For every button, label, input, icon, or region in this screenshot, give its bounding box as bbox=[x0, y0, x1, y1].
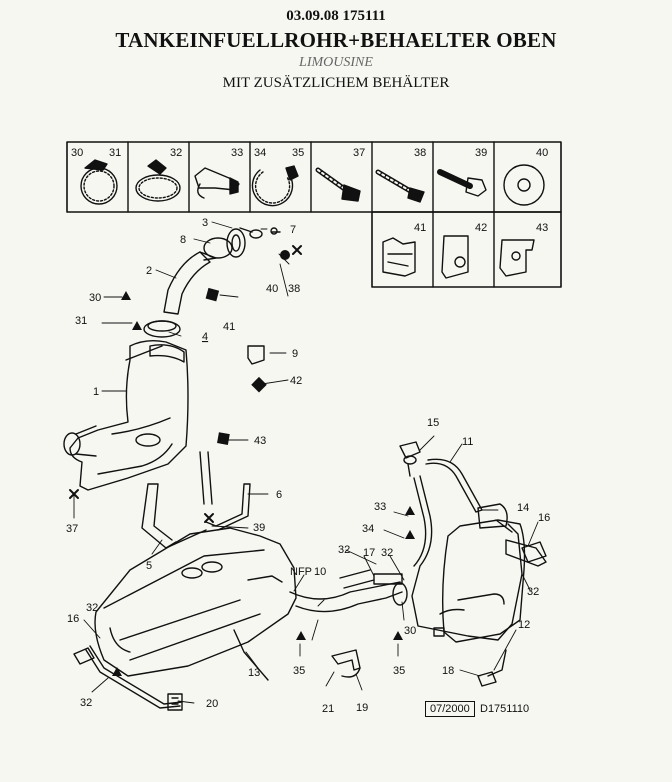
triangle-markers bbox=[112, 291, 415, 676]
callout-39: 39 bbox=[253, 522, 265, 534]
callout-7: 7 bbox=[290, 224, 296, 236]
callout-16-right: 16 bbox=[538, 512, 550, 524]
callout-15: 15 bbox=[427, 417, 439, 429]
tank-strap-bracket bbox=[141, 451, 251, 549]
fuel-tank-upper bbox=[63, 339, 189, 491]
diagram-code: D1751110 bbox=[480, 703, 530, 715]
grid-label-39: 39 bbox=[475, 147, 487, 159]
callout-42: 42 bbox=[290, 375, 302, 387]
grid-label-32: 32 bbox=[170, 147, 182, 159]
wire-clip-33-icon bbox=[194, 167, 240, 199]
callout-20: 20 bbox=[206, 698, 218, 710]
grid-label-34: 34 bbox=[254, 147, 266, 159]
hose-10 bbox=[289, 569, 408, 613]
callout-11: 11 bbox=[462, 436, 473, 448]
clip-42-icon bbox=[441, 235, 469, 279]
callout-43: 43 bbox=[254, 435, 266, 447]
hose-clamp-30-icon bbox=[80, 159, 118, 205]
grid-label-37: 37 bbox=[353, 147, 365, 159]
clip-20-icon bbox=[167, 693, 183, 711]
callout-17: 17 bbox=[363, 547, 375, 559]
part-18-icon bbox=[477, 671, 497, 687]
callout-19: 19 bbox=[356, 702, 368, 714]
callout-32-d: 32 bbox=[86, 602, 98, 614]
callout-1: 1 bbox=[93, 386, 99, 398]
hose-clamp-32-icon bbox=[135, 159, 181, 202]
grid-label-30: 30 bbox=[71, 147, 83, 159]
page-title: TANKEINFUELLROHR+BEHAELTER OBEN bbox=[115, 28, 557, 52]
grid-label-40: 40 bbox=[536, 147, 548, 159]
grid-label-43: 43 bbox=[536, 222, 548, 234]
hose-clamp-34-icon bbox=[251, 165, 299, 207]
hose-17 bbox=[373, 573, 403, 585]
leader-lines bbox=[73, 221, 539, 704]
hose-12 bbox=[411, 475, 523, 677]
callout-16-left: 16 bbox=[67, 613, 79, 625]
grid-label-31: 31 bbox=[109, 147, 121, 159]
callout-40: 40 bbox=[266, 283, 278, 295]
callout-32-b: 32 bbox=[381, 547, 393, 559]
document-ref: 03.09.08 175111 bbox=[286, 8, 386, 24]
cap-16-icon bbox=[521, 541, 547, 563]
callout-9: 9 bbox=[292, 348, 298, 360]
grid-label-33: 33 bbox=[231, 147, 243, 159]
bracket-19-21-icon bbox=[331, 649, 361, 678]
grid-label-38: 38 bbox=[414, 147, 426, 159]
nut-clip-43-icon bbox=[499, 239, 535, 277]
callout-nfp: NFP bbox=[290, 566, 312, 578]
callout-30-left: 30 bbox=[89, 292, 101, 304]
page-note: MIT ZUSÄTZLICHEM BEHÄLTER bbox=[222, 75, 450, 91]
hose-13 bbox=[73, 629, 269, 709]
callout-10: 10 bbox=[314, 566, 326, 578]
callout-32-a: 32 bbox=[338, 544, 350, 556]
filler-pipe-assembly bbox=[143, 227, 281, 338]
callout-2: 2 bbox=[146, 265, 152, 277]
washer-40-icon bbox=[503, 164, 545, 206]
callout-41: 41 bbox=[223, 321, 235, 333]
page-subtitle: LIMOUSINE bbox=[299, 55, 373, 70]
grid-label-42: 42 bbox=[475, 222, 487, 234]
callout-21: 21 bbox=[322, 703, 334, 715]
callout-18: 18 bbox=[442, 665, 454, 677]
callout-3: 3 bbox=[202, 217, 208, 229]
grid-label-35: 35 bbox=[292, 147, 304, 159]
callout-30-right: 30 bbox=[404, 625, 416, 637]
square-markers bbox=[205, 250, 290, 445]
callout-33: 33 bbox=[374, 501, 386, 513]
parts-grid: 30 31 32 33 34 35 37 38 39 40 41 42 43 bbox=[66, 141, 562, 288]
callout-6: 6 bbox=[276, 489, 282, 501]
grid-label-41: 41 bbox=[414, 222, 426, 234]
callout-13: 13 bbox=[248, 667, 260, 679]
bracket-clip-41-icon bbox=[382, 237, 416, 277]
callout-37: 37 bbox=[66, 523, 78, 535]
callout-38: 38 bbox=[288, 283, 300, 295]
callout-4: 4 bbox=[202, 331, 208, 343]
callout-32-c: 32 bbox=[527, 586, 539, 598]
callout-5: 5 bbox=[146, 560, 152, 572]
callout-31: 31 bbox=[75, 315, 87, 327]
callout-34: 34 bbox=[362, 523, 374, 535]
valve-15-icon bbox=[399, 441, 421, 477]
callouts: 1 2 3 4 5 6 7 8 9 10 11 12 13 14 15 16 1… bbox=[66, 217, 550, 715]
callout-35-right: 35 bbox=[393, 665, 405, 677]
hose-11 bbox=[425, 458, 483, 513]
callout-35-left: 35 bbox=[293, 665, 305, 677]
bracket-9-icon bbox=[247, 345, 265, 365]
date-stamp: 07/2000 bbox=[425, 701, 475, 717]
callout-8: 8 bbox=[180, 234, 186, 246]
callout-12: 12 bbox=[518, 619, 530, 631]
bolt-38-icon bbox=[375, 169, 425, 203]
screw-37-icon bbox=[315, 167, 361, 202]
callout-32-e: 32 bbox=[80, 697, 92, 709]
fuel-tank-lower bbox=[94, 527, 297, 677]
callout-14: 14 bbox=[517, 502, 529, 514]
hex-bolt-39-icon bbox=[437, 169, 487, 197]
